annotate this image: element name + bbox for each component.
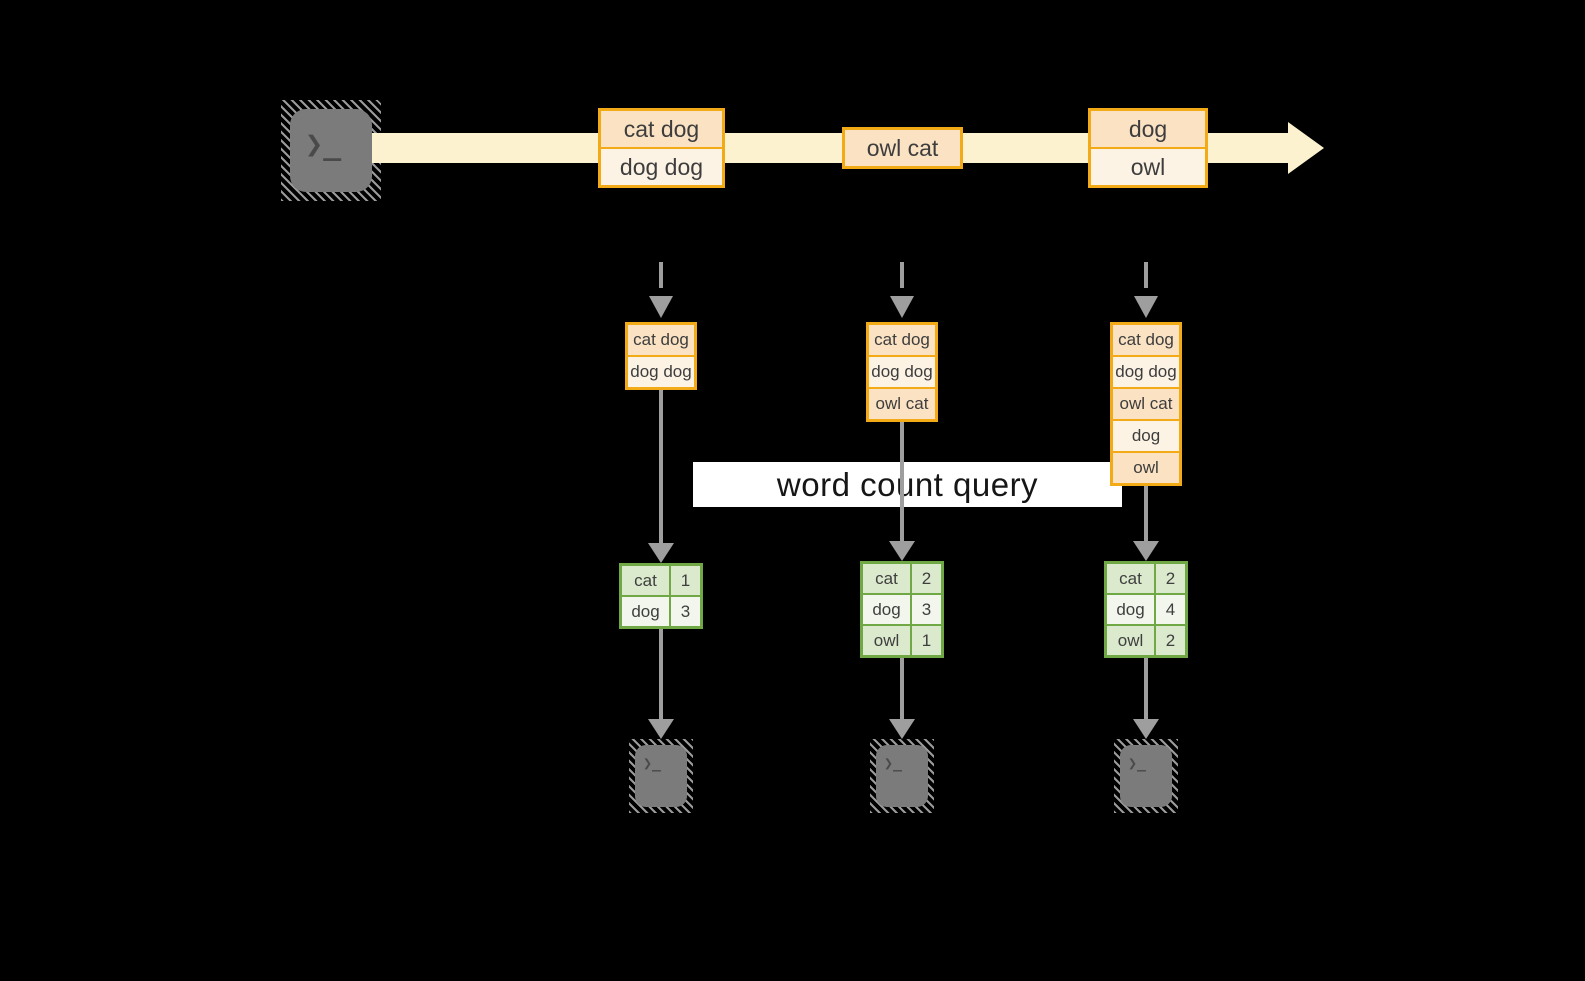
terminal-source-icon: ❯ _: [281, 100, 381, 201]
dashed-arrow-line: [659, 262, 663, 288]
record-row: cat dog: [1113, 325, 1179, 355]
arrow-line: [900, 658, 904, 719]
arrow-line: [1144, 486, 1148, 541]
prompt-underscore-icon: _: [652, 754, 662, 772]
stream-event-row: owl: [1091, 149, 1205, 185]
dashed-arrow-head-icon: [1134, 296, 1158, 318]
count-word-cell: dog: [622, 597, 669, 626]
count-word-cell: owl: [1107, 626, 1154, 655]
count-value-cell: 4: [1156, 595, 1185, 624]
count-table-2: cat 2 dog 3 owl 1: [860, 561, 944, 658]
dashed-arrow-head-icon: [649, 296, 673, 318]
count-table-3: cat 2 dog 4 owl 2: [1104, 561, 1188, 658]
query-banner-label: word count query: [776, 465, 1039, 503]
dashed-arrow-line: [900, 262, 904, 288]
prompt-underscore-icon: _: [1137, 754, 1147, 772]
record-row: dog: [1113, 421, 1179, 451]
count-value-cell: 1: [671, 566, 700, 595]
dashed-arrow-head-icon: [890, 296, 914, 318]
count-word-cell: dog: [1107, 595, 1154, 624]
arrow-line: [1144, 658, 1148, 719]
terminal-screen: ❯ _: [290, 109, 372, 192]
arrow-head-icon: [648, 543, 674, 563]
terminal-output-icon: ❯ _: [629, 739, 693, 813]
arrow-head-icon: [889, 541, 915, 561]
count-word-cell: cat: [622, 566, 669, 595]
count-table-1: cat 1 dog 3: [619, 563, 703, 629]
count-value-cell: 2: [1156, 626, 1185, 655]
record-group-3: cat dog dog dog owl cat dog owl: [1110, 322, 1182, 486]
terminal-screen: ❯ _: [876, 745, 928, 807]
record-row: owl cat: [869, 389, 935, 419]
terminal-screen: ❯ _: [635, 745, 687, 807]
count-word-cell: cat: [863, 564, 910, 593]
record-row: cat dog: [628, 325, 694, 355]
record-group-2: cat dog dog dog owl cat: [866, 322, 938, 422]
prompt-chevron-icon: ❯: [643, 754, 653, 772]
count-word-cell: cat: [1107, 564, 1154, 593]
count-value-cell: 3: [671, 597, 700, 626]
stream-event-row: owl cat: [845, 130, 960, 166]
stream-event-box-2: owl cat: [842, 127, 963, 169]
count-word-cell: dog: [863, 595, 910, 624]
record-group-1: cat dog dog dog: [625, 322, 697, 390]
prompt-underscore-icon: _: [893, 754, 903, 772]
stream-event-row: cat dog: [601, 111, 722, 147]
prompt-chevron-icon: ❯: [884, 754, 894, 772]
count-value-cell: 2: [912, 564, 941, 593]
prompt-chevron-icon: ❯: [305, 127, 324, 162]
dashed-arrow-line: [1144, 262, 1148, 288]
stream-event-box-3: dog owl: [1088, 108, 1208, 188]
arrow-head-icon: [1133, 541, 1159, 561]
prompt-chevron-icon: ❯: [1128, 754, 1138, 772]
terminal-output-icon: ❯ _: [1114, 739, 1178, 813]
arrow-line: [900, 422, 904, 541]
count-value-cell: 1: [912, 626, 941, 655]
stream-event-row: dog: [1091, 111, 1205, 147]
stream-arrow-head-icon: [1288, 122, 1324, 174]
record-row: cat dog: [869, 325, 935, 355]
prompt-underscore-icon: _: [323, 127, 342, 162]
arrow-head-icon: [1133, 719, 1159, 739]
stream-event-row: dog dog: [601, 149, 722, 185]
query-banner: word count query: [693, 462, 1122, 507]
arrow-line: [659, 629, 663, 719]
arrow-head-icon: [889, 719, 915, 739]
record-row: dog dog: [1113, 357, 1179, 387]
count-word-cell: owl: [863, 626, 910, 655]
terminal-prompt-glyph: ❯ _: [1128, 754, 1146, 772]
terminal-prompt-glyph: ❯ _: [884, 754, 902, 772]
arrow-head-icon: [648, 719, 674, 739]
count-value-cell: 3: [912, 595, 941, 624]
stream-event-box-1: cat dog dog dog: [598, 108, 725, 188]
terminal-prompt-glyph: ❯ _: [305, 127, 341, 162]
record-row: owl: [1113, 453, 1179, 483]
record-row: dog dog: [628, 357, 694, 387]
terminal-screen: ❯ _: [1120, 745, 1172, 807]
arrow-line: [659, 390, 663, 543]
record-row: owl cat: [1113, 389, 1179, 419]
count-value-cell: 2: [1156, 564, 1185, 593]
record-row: dog dog: [869, 357, 935, 387]
terminal-output-icon: ❯ _: [870, 739, 934, 813]
terminal-prompt-glyph: ❯ _: [643, 754, 661, 772]
